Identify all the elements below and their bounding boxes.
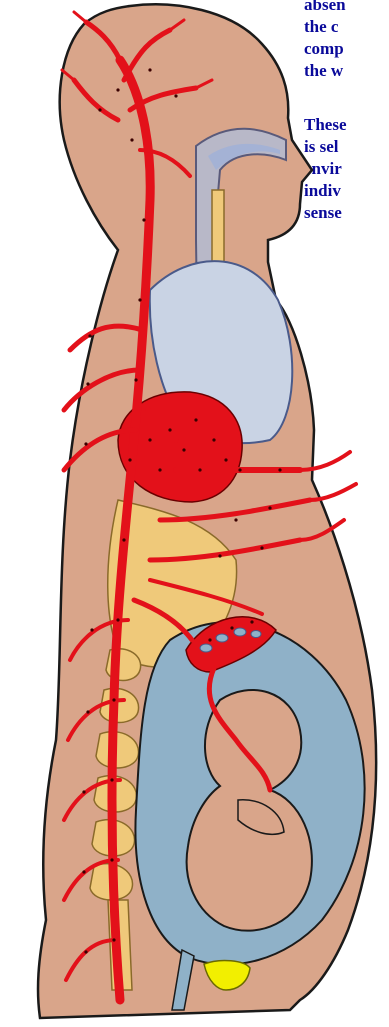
anatomy-illustration <box>0 0 389 1027</box>
page: absen the c comp the w These is sel envi… <box>0 0 389 1027</box>
